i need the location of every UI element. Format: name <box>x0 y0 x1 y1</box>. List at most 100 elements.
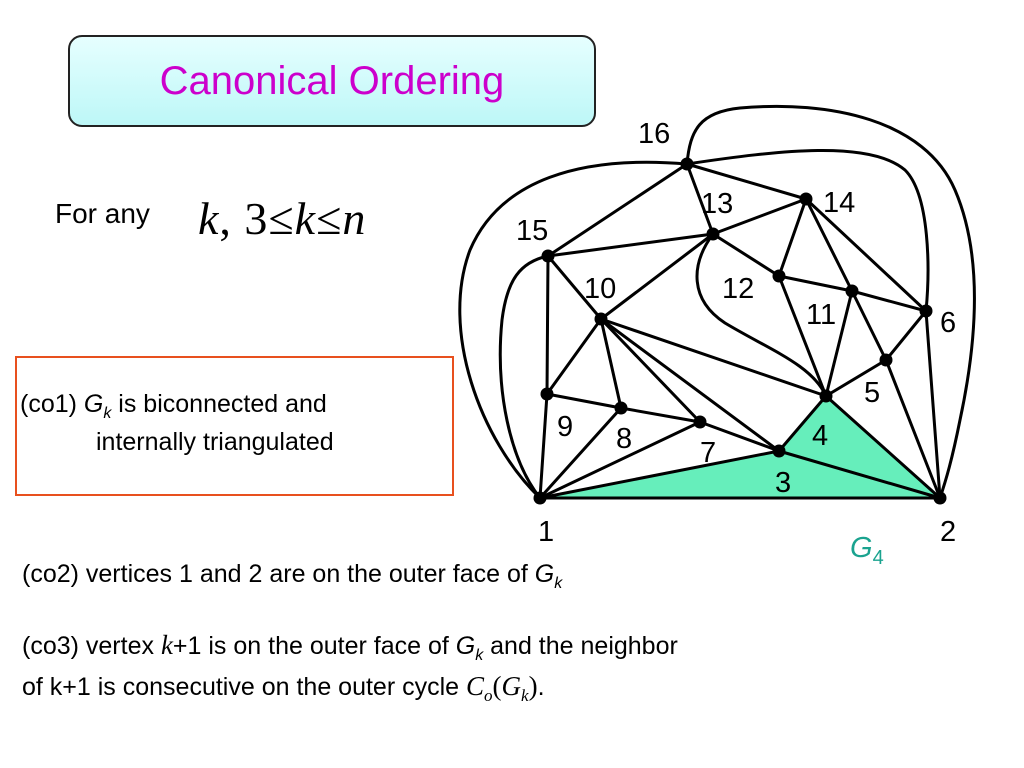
co3-g: G <box>455 632 476 660</box>
edge <box>538 392 549 500</box>
vertex-label-4: 4 <box>812 420 828 452</box>
co3-plus1: +1 is on the outer face of <box>172 632 456 660</box>
edge-1-16-curve <box>458 160 689 500</box>
range-formula: k, 3≤k≤n <box>198 192 366 245</box>
edge <box>824 358 888 398</box>
edge <box>538 449 781 500</box>
vertex-label-2: 2 <box>940 516 956 548</box>
page-title: Canonical Ordering <box>159 58 505 103</box>
edge <box>777 449 942 500</box>
vertex-8 <box>614 401 628 415</box>
g4-sub: 4 <box>872 546 884 569</box>
co1-sub: k <box>103 405 112 422</box>
co3-c-sub: o <box>484 686 493 705</box>
co3-sub: k <box>475 647 484 664</box>
edge <box>711 197 808 236</box>
edge <box>777 394 828 453</box>
edge <box>538 420 702 500</box>
vertex-12 <box>772 269 786 283</box>
co1-text: is biconnected and <box>111 390 327 418</box>
edge <box>804 197 928 313</box>
vertex-label-6: 6 <box>940 307 956 339</box>
edge <box>619 406 702 424</box>
co3-prefix: (co3) vertex <box>22 632 161 660</box>
vertex-7 <box>693 415 707 429</box>
co1-prefix: (co1) <box>20 390 84 418</box>
co3-paren-close: ) <box>528 671 538 701</box>
edge <box>884 358 942 500</box>
formula-le-2: ≤ <box>316 193 343 244</box>
co1-line-2: internally triangulated <box>96 428 334 456</box>
formula-n: n <box>342 193 367 244</box>
formula-le-1: ≤ <box>268 193 295 244</box>
graph-vertices <box>533 157 947 505</box>
co3-line2-text: of k+1 is consecutive on the outer cycle <box>22 673 466 701</box>
vertex-14 <box>799 192 813 206</box>
vertex-label-7: 7 <box>700 437 716 469</box>
vertex-label-14: 14 <box>823 187 855 219</box>
edge <box>545 317 603 396</box>
vertex-1 <box>533 491 547 505</box>
co2-line: (co2) vertices 1 and 2 are on the outer … <box>22 560 562 593</box>
vertex-2 <box>933 491 947 505</box>
co2-g: G <box>534 560 555 588</box>
edge-16-6-curve <box>685 149 930 313</box>
edge <box>599 232 715 321</box>
co3-line-1: (co3) vertex k +1 is on the outer face of… <box>22 630 678 665</box>
vertex-label-13: 13 <box>701 188 733 220</box>
edge <box>924 309 942 500</box>
edge <box>545 392 623 410</box>
vertex-3 <box>772 444 786 458</box>
vertex-label-1: 1 <box>538 516 554 548</box>
graph-edges <box>458 104 976 500</box>
co3-g2: G <box>501 671 522 701</box>
co3-line-2: of k+1 is consecutive on the outer cycle… <box>22 671 545 706</box>
edge <box>685 162 715 236</box>
edge <box>804 197 854 293</box>
vertex-16 <box>680 157 694 171</box>
vertex-label-3: 3 <box>775 467 791 499</box>
vertex-label-10: 10 <box>584 273 616 305</box>
edge <box>698 420 781 453</box>
vertex-labels: 1 2 3 4 5 6 7 8 9 10 11 12 13 14 15 16 <box>516 118 956 548</box>
vertex-label-8: 8 <box>616 423 632 455</box>
co3-c: C <box>466 671 485 701</box>
vertex-9 <box>540 387 554 401</box>
edge <box>545 254 550 396</box>
vertex-11 <box>845 284 859 298</box>
formula-k: k <box>198 193 220 244</box>
edge <box>884 309 928 362</box>
edge <box>711 232 781 278</box>
highlighted-face-g4 <box>540 396 940 498</box>
vertex-10 <box>594 312 608 326</box>
co2-sub: k <box>554 575 563 592</box>
edge <box>599 317 623 410</box>
vertex-label-15: 15 <box>516 215 548 247</box>
co2-text: (co2) vertices 1 and 2 are on the outer … <box>22 560 535 588</box>
vertex-5 <box>879 353 893 367</box>
co1-box <box>15 356 454 496</box>
vertex-13 <box>706 227 720 241</box>
edge <box>777 274 828 398</box>
g4-g: G <box>850 532 873 564</box>
edge-13-4-curve <box>695 232 828 398</box>
vertex-label-9: 9 <box>557 411 573 443</box>
co3-period: . <box>537 673 545 701</box>
co3-g2-sub: k <box>521 686 529 705</box>
vertex-label-11: 11 <box>806 299 836 331</box>
formula-k-2: k <box>294 193 317 244</box>
co3-paren-open: ( <box>492 671 502 701</box>
vertex-label-5: 5 <box>864 377 880 409</box>
edge <box>777 197 808 278</box>
edge <box>546 254 603 321</box>
vertex-6 <box>919 304 933 318</box>
title-box: Canonical Ordering <box>68 35 596 127</box>
for-any-label: For any <box>55 198 150 229</box>
g4-label: G4 <box>850 532 884 570</box>
edge-1-15-curve <box>498 254 550 500</box>
vertex-label-16: 16 <box>638 118 670 150</box>
edge <box>685 162 808 201</box>
formula-three: 3 <box>244 193 269 244</box>
co1-g: G <box>83 390 104 418</box>
